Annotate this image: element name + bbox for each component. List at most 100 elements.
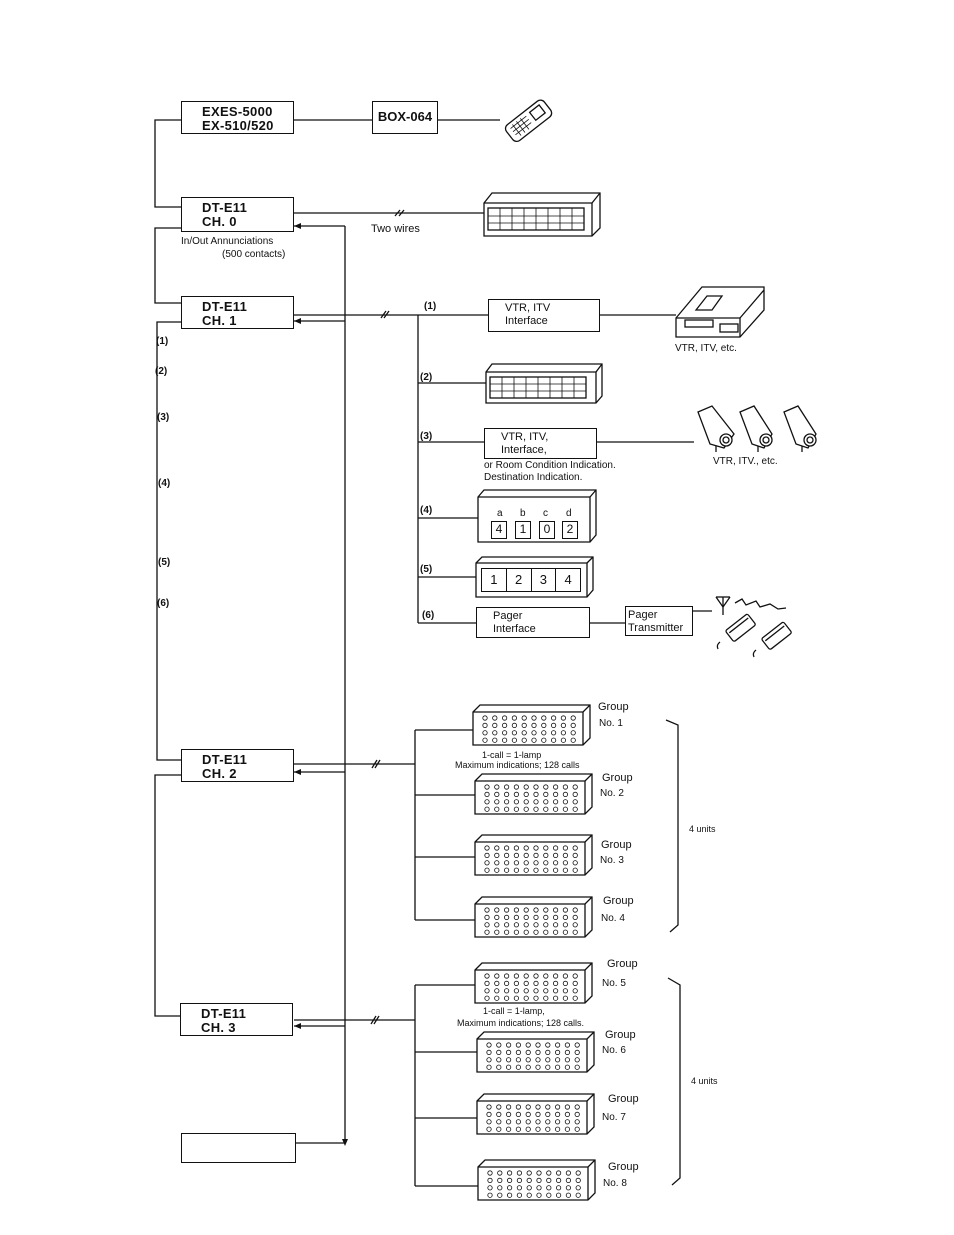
lamp	[545, 1064, 551, 1070]
lamp	[554, 1119, 561, 1125]
lamp	[531, 730, 537, 736]
lamp	[552, 907, 559, 913]
lamp	[486, 1111, 492, 1118]
lamp	[513, 784, 520, 790]
lamp	[482, 737, 488, 743]
camera-icon	[783, 405, 817, 452]
lamp	[554, 1104, 561, 1110]
display-digit: 2	[562, 521, 578, 539]
lamp	[513, 973, 520, 979]
group-number: No. 7	[602, 1112, 626, 1123]
lamp	[531, 715, 537, 721]
pager-tx-line2: Transmitter	[628, 622, 684, 634]
lamp	[511, 737, 518, 743]
left-branch-number: (6)	[157, 598, 170, 609]
lamp	[545, 1119, 551, 1125]
branch-number: (6)	[422, 610, 435, 621]
lamp-panel-group-8	[477, 1159, 596, 1201]
lamp	[505, 1119, 512, 1125]
lamp	[535, 1064, 541, 1070]
four-units-label: 4 units	[689, 824, 716, 834]
lamp	[494, 860, 500, 866]
lamp	[496, 1049, 502, 1056]
lamp	[511, 730, 518, 736]
lamp	[572, 799, 578, 805]
lamp	[484, 799, 490, 805]
lamp	[484, 806, 490, 812]
exes-line2: EX-510/520	[202, 118, 274, 133]
display-digit: 1	[515, 521, 531, 539]
wire-ch2-ch3	[154, 774, 181, 1017]
annunciator-panel-icon	[485, 363, 603, 404]
lamp	[492, 715, 498, 721]
lamp	[552, 980, 559, 987]
lamp	[565, 1170, 572, 1176]
lamp	[487, 1192, 493, 1198]
lamp	[533, 799, 539, 805]
lamp	[482, 730, 488, 736]
lamp	[521, 737, 527, 743]
lamp	[570, 737, 576, 743]
lamp	[574, 1057, 580, 1063]
lamp	[552, 929, 559, 935]
lamp	[531, 722, 537, 729]
lamp	[572, 988, 578, 994]
annunciator-panel-icon	[483, 192, 601, 237]
lamp	[562, 791, 569, 798]
lamp	[525, 1104, 531, 1110]
lamp	[484, 988, 490, 994]
lamp	[541, 715, 547, 721]
lamp	[525, 1126, 531, 1132]
lamp	[570, 722, 576, 729]
lamp	[482, 715, 488, 721]
lamp	[513, 907, 520, 913]
lamp	[552, 988, 559, 994]
lamp	[523, 995, 529, 1001]
lamp	[533, 784, 539, 790]
lamp	[552, 799, 559, 805]
group-number: No. 1	[599, 718, 623, 729]
lamp	[484, 980, 490, 987]
wire-exes-ch0	[154, 119, 181, 208]
lamp	[505, 1042, 512, 1048]
lamp	[484, 784, 490, 790]
lamp	[492, 730, 498, 736]
lamp	[572, 922, 578, 928]
lamp	[562, 914, 569, 921]
lamp	[554, 1111, 561, 1118]
lamp	[503, 995, 510, 1001]
group-number: No. 3	[600, 855, 624, 866]
lamp	[503, 914, 510, 921]
lamp	[496, 1104, 502, 1110]
lamp	[572, 980, 578, 987]
lamp	[543, 995, 549, 1001]
lamp	[570, 715, 576, 721]
lamp	[506, 1170, 513, 1176]
lamp	[574, 1126, 580, 1132]
lamp	[546, 1177, 552, 1184]
group-word: Group	[607, 958, 638, 970]
lamp	[525, 1049, 531, 1056]
group-word: Group	[608, 1161, 639, 1173]
lamp	[546, 1185, 552, 1191]
camera-icon	[697, 405, 735, 452]
branch-number: (1)	[424, 301, 437, 312]
lamp	[554, 1064, 561, 1070]
strip-digit: 2	[507, 569, 532, 591]
lamp	[574, 1119, 580, 1125]
arrow-head	[294, 318, 301, 324]
lamp	[545, 1049, 551, 1056]
lamp	[533, 907, 539, 913]
inout-label-line1: In/Out Annunciations	[181, 236, 274, 247]
lamp	[546, 1170, 552, 1176]
lamp	[494, 907, 500, 913]
group-word: Group	[608, 1093, 639, 1105]
lamp	[494, 988, 500, 994]
lamp	[554, 1049, 561, 1056]
lamp	[523, 845, 529, 851]
lamp	[494, 929, 500, 935]
lamp	[565, 1192, 572, 1198]
lamp	[487, 1177, 493, 1184]
dt-e11-ch2-box: DT-E11 CH. 2	[181, 749, 294, 782]
display-letter: b	[520, 508, 526, 519]
